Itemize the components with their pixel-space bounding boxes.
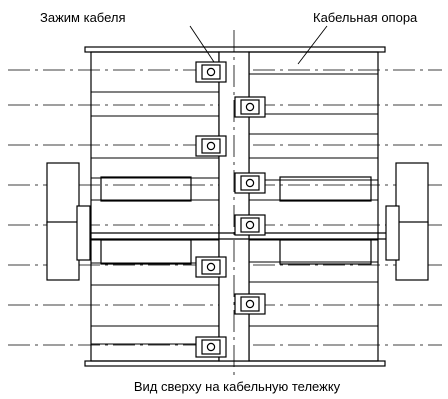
clamp-leader-line bbox=[189, 25, 215, 63]
inner-block-upper-right bbox=[279, 176, 372, 202]
inner-block-upper-left bbox=[100, 176, 192, 202]
axle bbox=[63, 232, 405, 240]
cable-clamp bbox=[234, 172, 266, 194]
cable-clamp-label: Зажим кабеля bbox=[40, 10, 126, 25]
diagram-caption: Вид сверху на кабельную тележку bbox=[134, 379, 341, 394]
cable-clamp bbox=[195, 256, 227, 278]
inner-block-lower-left bbox=[100, 239, 192, 265]
right-support-panel bbox=[248, 51, 379, 362]
cable-clamp bbox=[234, 293, 266, 315]
cable-clamp bbox=[234, 96, 266, 118]
right-wheel bbox=[385, 162, 429, 281]
cable-clamp bbox=[195, 135, 227, 157]
cable-clamps bbox=[195, 61, 266, 358]
frame-bottom-bar bbox=[84, 360, 386, 367]
cable-support-label: Кабельная опора bbox=[313, 10, 418, 25]
cable-clamp bbox=[234, 214, 266, 236]
frame-top-bar bbox=[84, 46, 386, 53]
left-support-panel bbox=[90, 51, 220, 362]
left-wheel bbox=[46, 162, 91, 281]
inner-block-lower-right bbox=[279, 239, 372, 265]
cable-clamp bbox=[195, 61, 227, 83]
cable-clamp bbox=[195, 336, 227, 358]
support-leader-line bbox=[297, 25, 328, 65]
